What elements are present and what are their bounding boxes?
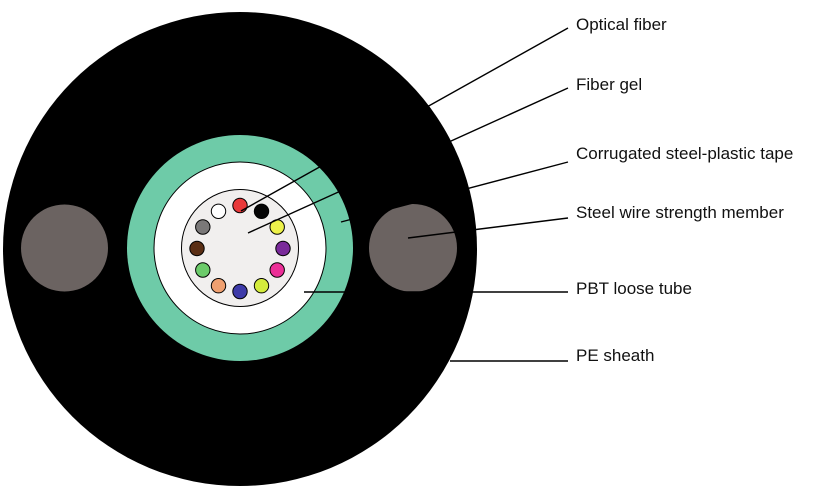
fiber-brown bbox=[189, 240, 205, 257]
label-steel-wire: Steel wire strength member bbox=[576, 203, 784, 222]
fiber-blue bbox=[232, 283, 248, 300]
label-corrugated-tape: Corrugated steel-plastic tape bbox=[576, 144, 793, 163]
fiber-group bbox=[189, 197, 291, 300]
fiber-orange bbox=[210, 278, 227, 294]
loose-tube-gel bbox=[181, 189, 299, 307]
leader-corrugated-tape bbox=[340, 161, 569, 223]
fiber-white bbox=[210, 203, 227, 220]
label-optical-fiber: Optical fiber bbox=[576, 15, 667, 34]
fiber-purple bbox=[275, 240, 291, 257]
right-strength-member bbox=[369, 204, 457, 292]
fiber-magenta bbox=[269, 262, 285, 278]
label-pe-sheath: PE sheath bbox=[576, 346, 654, 365]
fiber-green bbox=[195, 262, 211, 278]
fiber-red bbox=[232, 197, 248, 214]
fiber-lime bbox=[253, 278, 270, 294]
label-pbt-tube: PBT loose tube bbox=[576, 279, 692, 298]
label-fiber-gel: Fiber gel bbox=[576, 75, 642, 94]
fiber-gray bbox=[195, 219, 211, 235]
leader-optical-fiber bbox=[240, 27, 569, 212]
leader-fiber-gel bbox=[247, 87, 569, 234]
fiber-black bbox=[253, 203, 270, 220]
left-strength-member bbox=[21, 204, 108, 292]
leader-steel-wire bbox=[407, 217, 569, 239]
